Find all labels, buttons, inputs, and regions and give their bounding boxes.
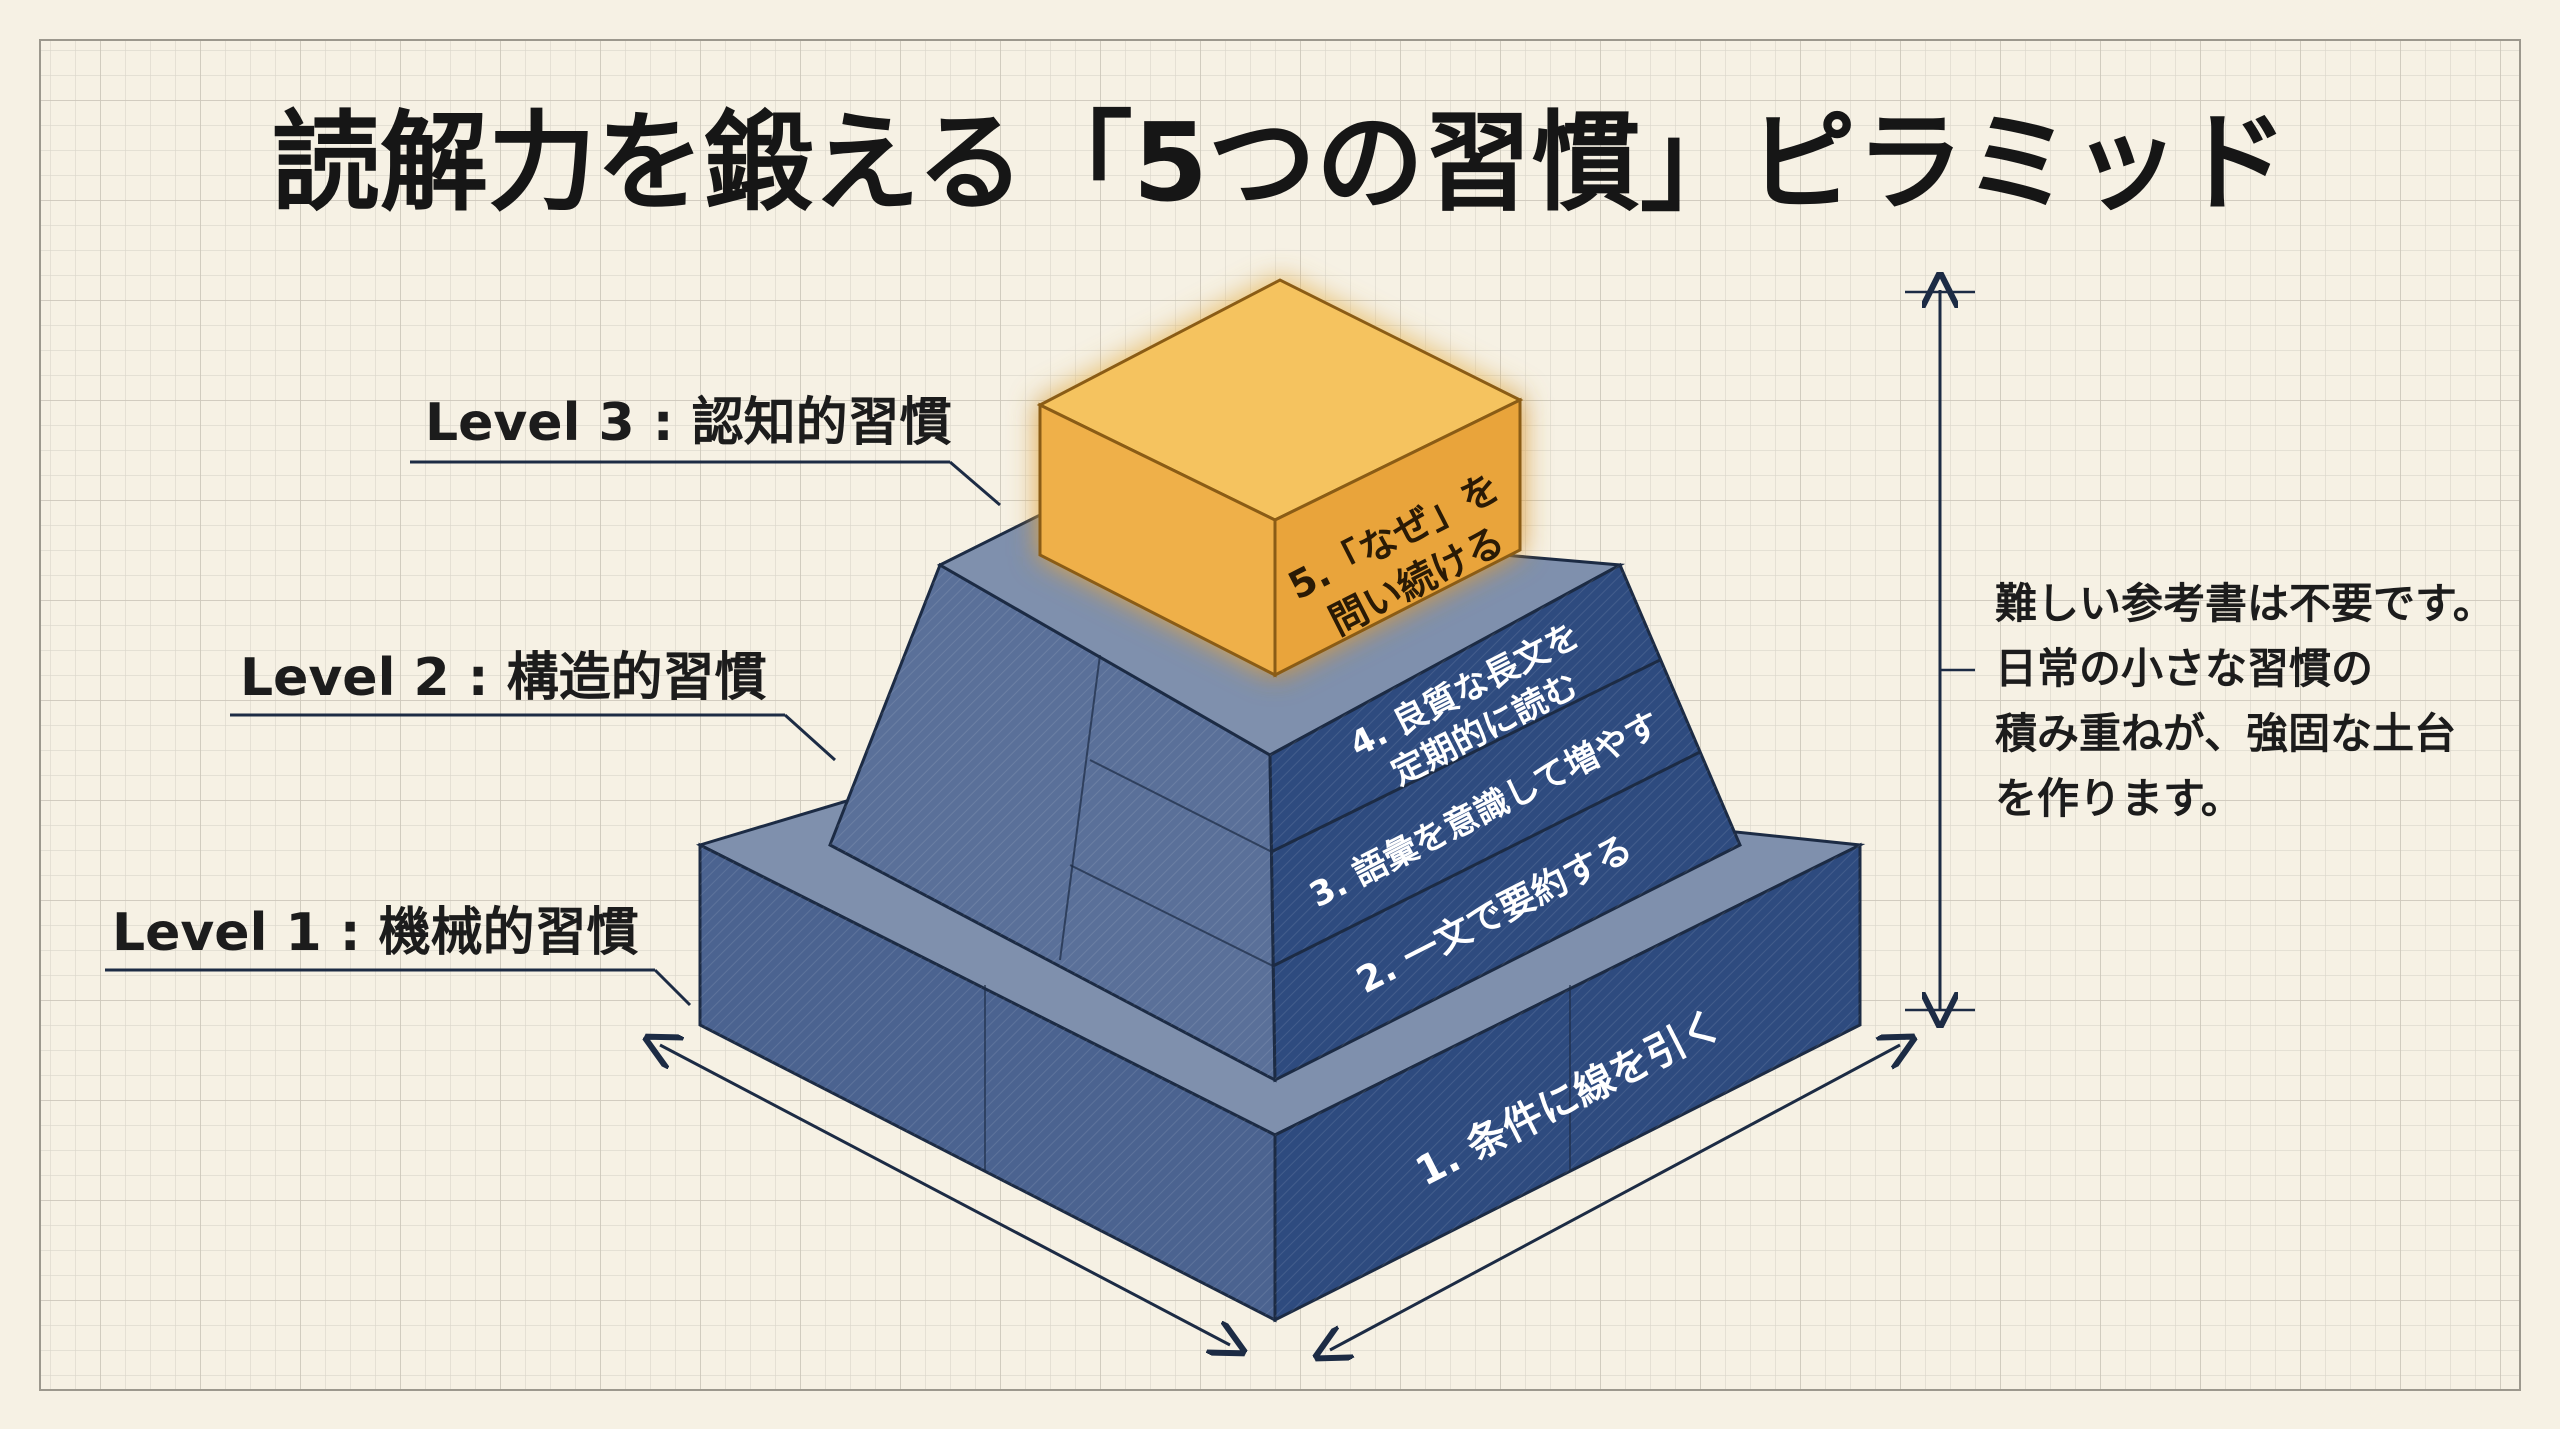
- level-3-callout: Level 3 : 認知的習慣: [410, 393, 1001, 507]
- level-3-label: Level 3 : 認知的習慣: [425, 393, 952, 453]
- level-1-label: Level 1 : 機械的習慣: [112, 903, 639, 963]
- side-note-line-2: 日常の小さな習慣の: [1995, 644, 2373, 693]
- page-title: 読解力を鍛える「5つの習慣」ピラミッド: [272, 101, 2288, 226]
- level-1-callout: Level 1 : 機械的習慣: [105, 903, 692, 1007]
- level-2-callout: Level 2 : 構造的習慣: [230, 648, 837, 762]
- side-note: 難しい参考書は不要です。 日常の小さな習慣の 積み重ねが、強固な土台 を作ります…: [1995, 579, 2495, 823]
- side-note-line-1: 難しい参考書は不要です。: [1995, 579, 2495, 628]
- side-note-line-4: を作ります。: [1995, 774, 2243, 823]
- level-2-label: Level 2 : 構造的習慣: [240, 648, 767, 708]
- side-note-line-3: 積み重ねが、強固な土台: [1995, 709, 2456, 758]
- dimension-arrows: [660, 290, 1975, 1350]
- level-3-top-block: [1036, 278, 1524, 678]
